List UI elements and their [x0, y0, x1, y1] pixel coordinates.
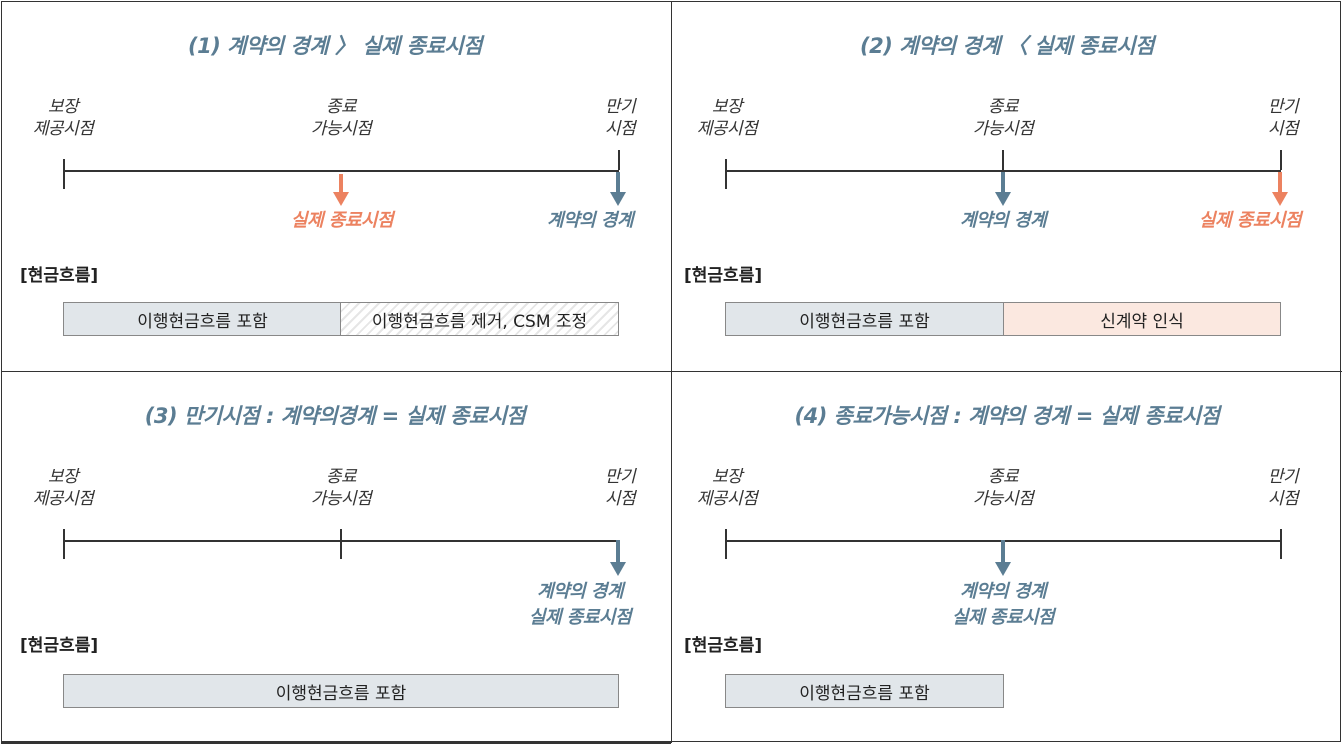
horizontal-divider: [1, 371, 1342, 372]
vertical-divider: [671, 1, 672, 743]
tick-maturity: [618, 150, 620, 170]
boundary-arrow: [995, 172, 1011, 206]
panel-4: (4) 종료가능시점 : 계약의 경계 = 실제 종료시점 보장 제공시점 종료…: [672, 372, 1342, 742]
panel-title: (1) 계약의 경계 〉 실제 종료시점: [188, 34, 482, 58]
cashflow-heading: [현금흐름]: [20, 266, 99, 286]
cashflow-heading: [현금흐름]: [684, 636, 763, 656]
actual-end-arrow: [1272, 172, 1288, 206]
label-start: 보장 제공시점: [696, 467, 758, 509]
label-maturity: 만기 시점: [604, 467, 636, 509]
panel-title: (2) 계약의 경계 〈 실제 종료시점: [860, 34, 1154, 58]
panel-3: (3) 만기시점 : 계약의경계 = 실제 종료시점 보장 제공시점 종료 가능…: [0, 372, 670, 742]
label-maturity: 만기 시점: [1267, 97, 1299, 139]
label-start: 보장 제공시점: [32, 467, 94, 509]
boundary-arrow: [610, 172, 626, 206]
combined-arrow: [610, 540, 626, 576]
combined-arrow: [995, 540, 1011, 576]
tick-start: [63, 529, 65, 559]
actual-end-arrow: [333, 174, 349, 206]
tick-terminable: [340, 529, 342, 559]
label-terminable: 종료 가능시점: [310, 97, 372, 139]
cashflow-heading: [현금흐름]: [684, 266, 763, 286]
tick-start: [725, 529, 727, 559]
tick-start: [725, 159, 727, 189]
panel-2: (2) 계약의 경계 〈 실제 종료시점 보장 제공시점 종료 가능시점 만기 …: [672, 0, 1342, 370]
event-actual-end: 실제 종료시점: [1198, 210, 1302, 231]
label-terminable: 종료 가능시점: [972, 97, 1034, 139]
bar-fcf-removed-csm-adjusted: 이행현금흐름 제거, CSM 조정: [340, 302, 619, 336]
bottom-border-thick: [1, 742, 671, 744]
tick-maturity: [1280, 529, 1282, 559]
tick-terminable: [1002, 150, 1004, 170]
tick-maturity: [1280, 150, 1282, 170]
label-terminable: 종료 가능시점: [310, 467, 372, 509]
event-actual-end: 실제 종료시점: [290, 210, 394, 231]
tick-start: [63, 159, 65, 189]
bar-fcf-included: 이행현금흐름 포함: [725, 674, 1004, 708]
bar-fcf-included: 이행현금흐름 포함: [63, 302, 342, 336]
event-boundary: 계약의 경계: [546, 210, 634, 231]
bar-fcf-included: 이행현금흐름 포함: [725, 302, 1004, 336]
bar-new-contract: 신계약 인식: [1003, 302, 1281, 336]
timeline-axis: [725, 170, 1281, 172]
event-boundary: 계약의 경계: [959, 210, 1047, 231]
bar-fcf-included: 이행현금흐름 포함: [63, 674, 619, 708]
event-boundary-and-actual-end: 계약의 경계 실제 종료시점: [951, 581, 1055, 628]
label-start: 보장 제공시점: [696, 97, 758, 139]
label-terminable: 종료 가능시점: [972, 467, 1034, 509]
timeline-axis: [63, 170, 619, 172]
label-start: 보장 제공시점: [32, 97, 94, 139]
label-maturity: 만기 시점: [1267, 467, 1299, 509]
cashflow-heading: [현금흐름]: [20, 636, 99, 656]
panel-1: (1) 계약의 경계 〉 실제 종료시점 보장 제공시점 종료 가능시점 만기 …: [0, 0, 670, 370]
event-boundary-and-actual-end: 계약의 경계 실제 종료시점: [528, 581, 632, 628]
label-maturity: 만기 시점: [604, 97, 636, 139]
panel-title: (4) 종료가능시점 : 계약의 경계 = 실제 종료시점: [794, 404, 1220, 428]
panel-title: (3) 만기시점 : 계약의경계 = 실제 종료시점: [144, 404, 526, 428]
